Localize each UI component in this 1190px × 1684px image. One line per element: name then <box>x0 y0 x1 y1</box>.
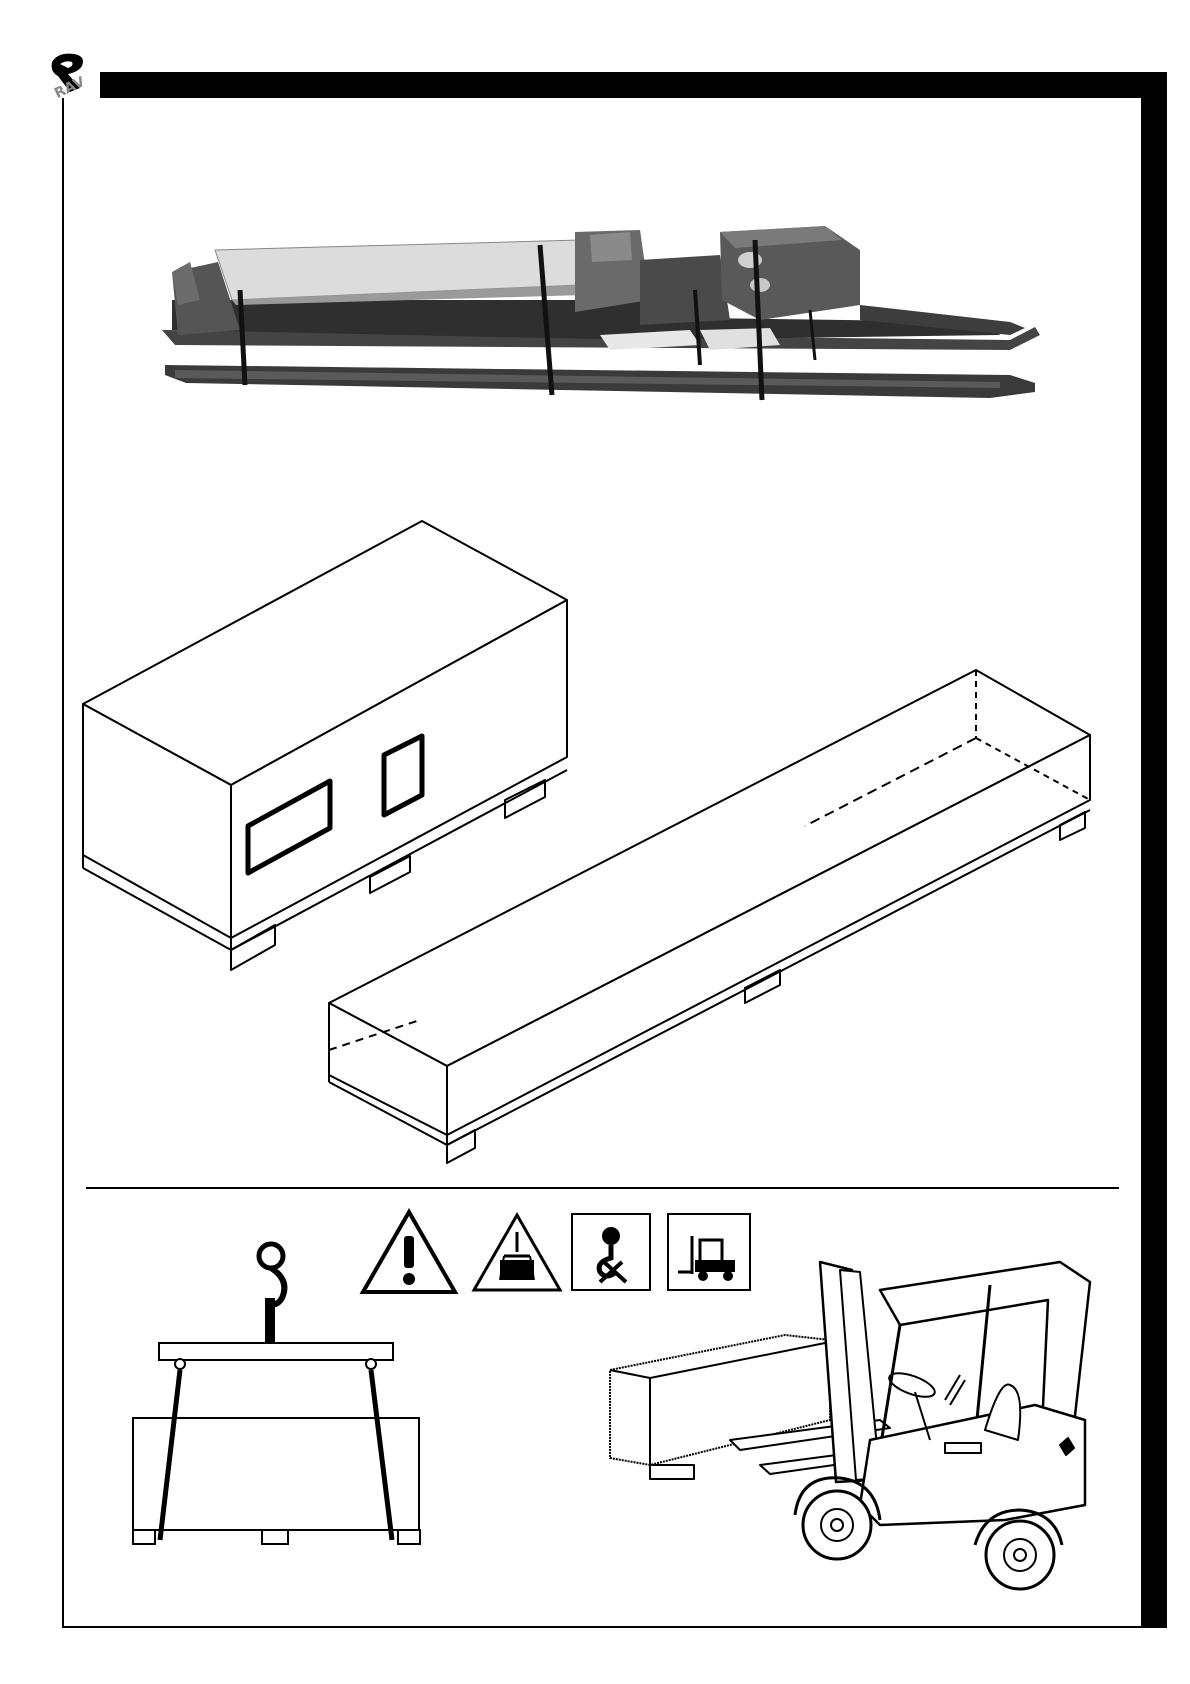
packed-lift-components-photo <box>162 226 1040 400</box>
suspended-load-icon <box>474 1215 560 1290</box>
warning-triangle-icon <box>363 1212 455 1292</box>
large-crate-drawing <box>83 521 567 970</box>
section-divider <box>86 1187 1119 1189</box>
forklift-sign-icon <box>668 1214 750 1290</box>
crane-hook-sign-icon <box>572 1214 650 1290</box>
forklift-lifting-drawing <box>610 1262 1090 1589</box>
